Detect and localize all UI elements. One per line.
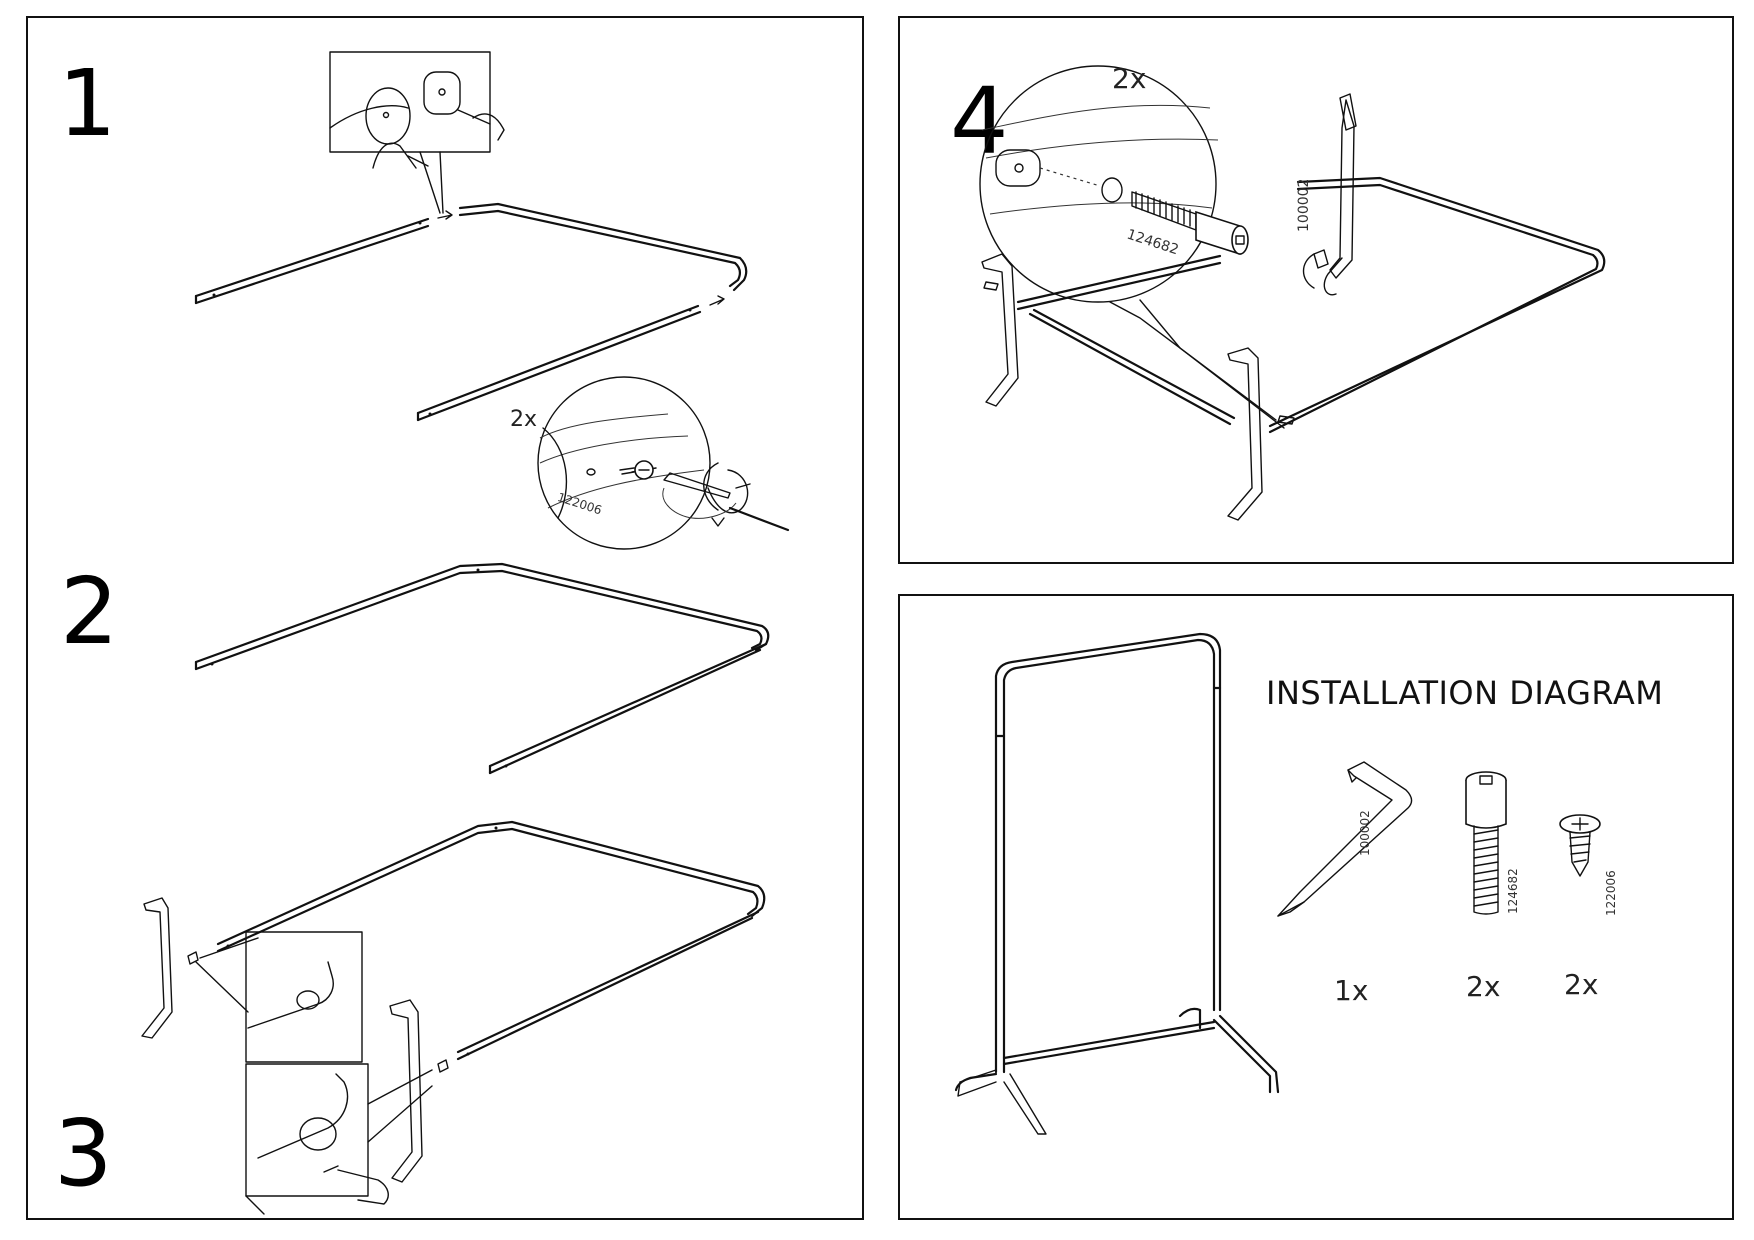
screw-icon [1559, 814, 1601, 877]
step4-frame [981, 176, 1606, 521]
bolt-partno: 124682 [1506, 868, 1520, 914]
bolt-icon [1465, 771, 1507, 915]
step4-bolt [1131, 191, 1249, 255]
step-2-number: 2 [60, 558, 119, 665]
hex-key-qty: 1x [1334, 974, 1369, 1007]
assembled-clothes-rack [954, 632, 1280, 1135]
steps-1-3-panel: 1 2 3 [26, 16, 864, 1220]
step4-bolt-partno: 124682 [1125, 227, 1181, 259]
parts-illustrations [1277, 761, 1601, 917]
screw-partno: 122006 [1604, 870, 1618, 916]
step3-inset-bottom [245, 1063, 433, 1215]
step2-qty: 2x [510, 407, 537, 432]
steps-1-3-illustration: 2x [141, 51, 790, 1215]
bolt-qty: 2x [1466, 970, 1501, 1003]
step4-key-partno: 100002 [1296, 179, 1312, 232]
hex-key-icon [1277, 761, 1413, 917]
step1-frame [194, 202, 748, 422]
parts-panel-title: INSTALLATION DIAGRAM [1266, 674, 1664, 712]
step-3-number: 3 [54, 1100, 113, 1207]
step3-inset-top [195, 931, 363, 1063]
final-rack-illustration [954, 632, 1280, 1135]
hex-key-partno: 100002 [1358, 810, 1372, 856]
step1-inset [329, 51, 505, 214]
step-4-illustration: 2x 124682 100002 [979, 62, 1606, 521]
step4-bolt-detail [979, 65, 1357, 429]
screw-qty: 2x [1564, 968, 1599, 1001]
step-4-number: 4 [950, 68, 1009, 175]
step3-frame [141, 820, 766, 1183]
step-1-number: 1 [58, 50, 117, 157]
step4-qty: 2x [1112, 62, 1146, 95]
step-4-panel: 4 [898, 16, 1734, 564]
step2-screw-detail [537, 376, 790, 550]
step4-hex-key [1302, 93, 1357, 296]
parts-panel: INSTALLATION DIAGRAM 100002 124682 12200… [898, 594, 1734, 1220]
step2-frame [194, 562, 770, 775]
